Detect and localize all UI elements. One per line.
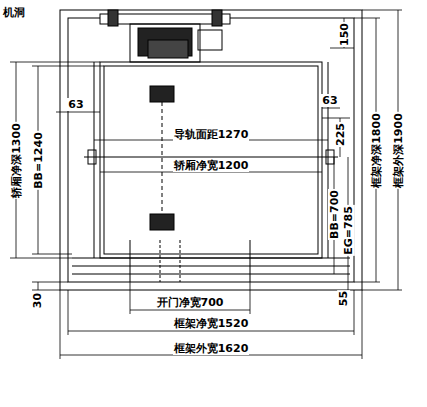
dimension-label: 150 xyxy=(338,22,351,47)
dimension-label: 框架净宽1520 xyxy=(173,317,250,330)
dimension-label: 开门净宽700 xyxy=(156,296,225,309)
title-fragment: 机洞 xyxy=(2,6,26,19)
dimension-label: 轿厢净宽1200 xyxy=(173,159,250,172)
dimension-label: 63 xyxy=(321,94,338,107)
dimension-label: 225 xyxy=(334,122,347,147)
dimension-label: 导轨面距1270 xyxy=(173,128,250,141)
dimension-label: 63 xyxy=(67,98,84,111)
dimension-label: 30 xyxy=(32,291,45,308)
dimension-label: 框架净深1800 xyxy=(370,112,383,189)
dimension-label: BB=1240 xyxy=(31,131,44,190)
dimension-label: EG=785 xyxy=(341,205,354,256)
dimension-label: 框架外宽1620 xyxy=(173,342,250,355)
dimension-label: 轿厢净深1300 xyxy=(10,122,23,199)
dimension-label: 55 xyxy=(338,289,351,306)
dimension-label: 框架外深1900 xyxy=(392,112,405,189)
dimension-label: BB=700 xyxy=(327,189,340,240)
